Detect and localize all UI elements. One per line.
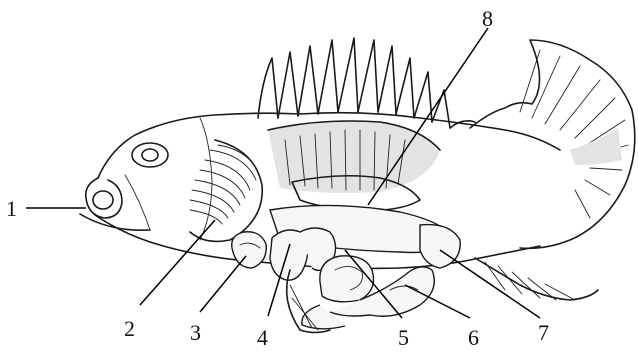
- gonad: [420, 225, 460, 268]
- gills: [190, 140, 262, 241]
- leader-3: [200, 256, 246, 312]
- dorsal-fin: [258, 38, 475, 128]
- label-4: 4: [257, 325, 268, 350]
- head: [80, 143, 168, 230]
- kidney-and-ribs: [268, 121, 440, 210]
- label-3: 3: [190, 320, 201, 345]
- label-2: 2: [124, 316, 135, 341]
- label-5: 5: [398, 325, 409, 350]
- label-8: 8: [482, 6, 493, 31]
- label-6: 6: [468, 325, 479, 350]
- heart: [232, 232, 266, 268]
- label-1: 1: [6, 196, 17, 221]
- leader-2: [140, 220, 215, 305]
- caudal-fin: [470, 40, 635, 248]
- label-7: 7: [538, 320, 549, 345]
- anal-fin: [475, 258, 598, 300]
- leader-8: [368, 28, 488, 205]
